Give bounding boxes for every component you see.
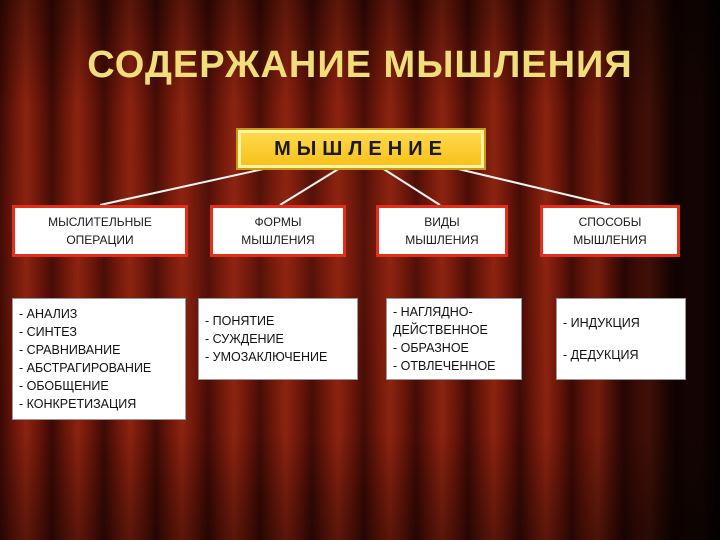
category-thinking-operations: МЫСЛИТЕЛЬНЫЕ ОПЕРАЦИИ bbox=[12, 205, 188, 257]
connector-line-2 bbox=[279, 167, 341, 206]
list-item: - УМОЗАКЛЮЧЕНИЕ bbox=[205, 350, 328, 364]
list-item: - НАГЛЯДНО- bbox=[393, 305, 473, 319]
connector-line-1 bbox=[99, 167, 269, 206]
list-thinking-forms: - ПОНЯТИЕ - СУЖДЕНИЕ - УМОЗАКЛЮЧЕНИЕ bbox=[198, 298, 358, 380]
list-item: - АНАЛИЗ bbox=[19, 307, 78, 321]
category-thinking-methods: СПОСОБЫ МЫШЛЕНИЯ bbox=[540, 205, 680, 257]
list-item: - ОТВЛЕЧЕННОЕ bbox=[393, 359, 496, 373]
category-thinking-forms: ФОРМЫ МЫШЛЕНИЯ bbox=[210, 205, 346, 257]
category-thinking-types: ВИДЫ МЫШЛЕНИЯ bbox=[376, 205, 508, 257]
list-item: - СИНТЕЗ bbox=[19, 325, 77, 339]
list-item: - ОБОБЩЕНИЕ bbox=[19, 379, 109, 393]
list-thinking-methods: - ИНДУКЦИЯ - ДЕДУКЦИЯ bbox=[556, 298, 686, 380]
connector-line-3 bbox=[381, 167, 441, 206]
list-item: - ДЕДУКЦИЯ bbox=[563, 348, 639, 362]
root-node-thinking: МЫШЛЕНИЕ bbox=[236, 128, 486, 170]
connector-line-4 bbox=[453, 167, 611, 206]
slide-title: СОДЕРЖАНИЕ МЫШЛЕНИЯ bbox=[87, 44, 633, 86]
list-item: ДЕЙСТВЕННОЕ bbox=[393, 323, 488, 337]
list-item: - СРАВНИВАНИЕ bbox=[19, 343, 121, 357]
list-item: - ИНДУКЦИЯ bbox=[563, 316, 640, 330]
list-item: - КОНКРЕТИЗАЦИЯ bbox=[19, 397, 137, 411]
list-item: - ПОНЯТИЕ bbox=[205, 314, 275, 328]
list-thinking-operations: - АНАЛИЗ - СИНТЕЗ - СРАВНИВАНИЕ - АБСТРА… bbox=[12, 298, 186, 420]
list-item: - АБСТРАГИРОВАНИЕ bbox=[19, 361, 152, 375]
list-thinking-types: - НАГЛЯДНО- ДЕЙСТВЕННОЕ - ОБРАЗНОЕ - ОТВ… bbox=[386, 298, 522, 380]
list-item: - СУЖДЕНИЕ bbox=[205, 332, 284, 346]
list-item: - ОБРАЗНОЕ bbox=[393, 341, 469, 355]
